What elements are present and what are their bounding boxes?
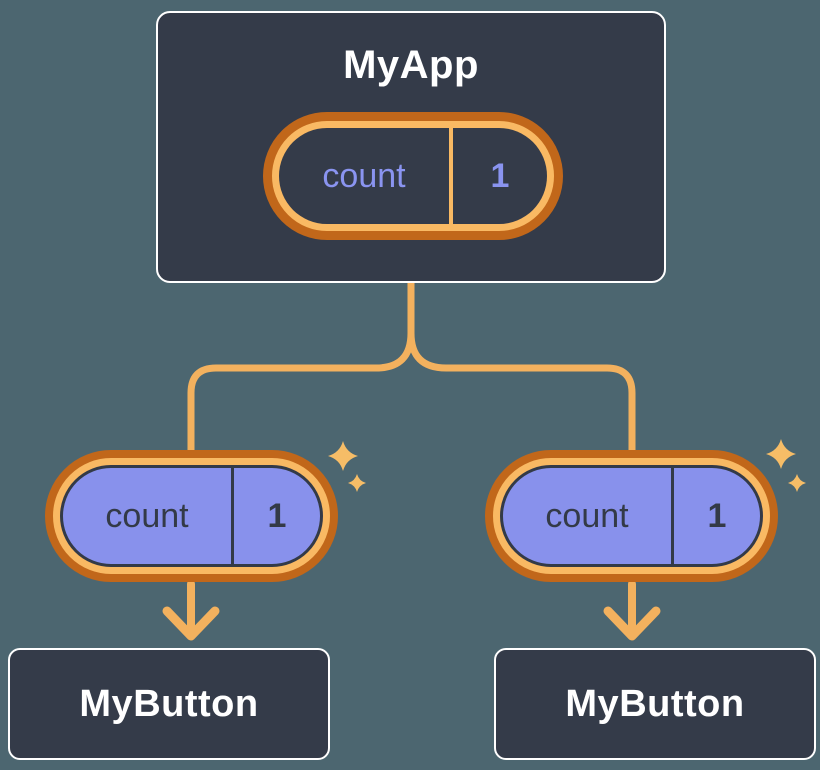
- prop-name: count: [545, 496, 629, 535]
- state-value: 1: [449, 128, 547, 224]
- prop-value: 1: [671, 468, 760, 564]
- sparkle-icon: [766, 439, 796, 469]
- connector-root-to-right: [407, 279, 636, 472]
- sparkle-icon: [348, 474, 366, 492]
- component-title: MyApp: [343, 43, 479, 87]
- prop-pill-left: count 1: [45, 450, 338, 582]
- arrow-down-icon: [603, 606, 661, 641]
- prop-pill-body: count 1: [60, 465, 323, 567]
- state-pill: count 1: [263, 112, 563, 240]
- sparkle-icon: [788, 474, 806, 492]
- component-title: MyButton: [565, 682, 745, 725]
- prop-value: 1: [231, 468, 320, 564]
- component-node-mybutton-right: MyButton: [494, 648, 816, 760]
- component-title: MyButton: [79, 682, 259, 725]
- state-name: count: [322, 156, 406, 195]
- prop-pill-right: count 1: [485, 450, 778, 582]
- connector-root-to-left: [187, 279, 415, 472]
- prop-pill-body: count 1: [500, 465, 763, 567]
- arrow-down-icon: [162, 606, 220, 641]
- prop-name: count: [105, 496, 189, 535]
- sparkle-icon: [328, 441, 358, 471]
- component-node-mybutton-left: MyButton: [8, 648, 330, 760]
- state-pill-body: count 1: [279, 128, 547, 224]
